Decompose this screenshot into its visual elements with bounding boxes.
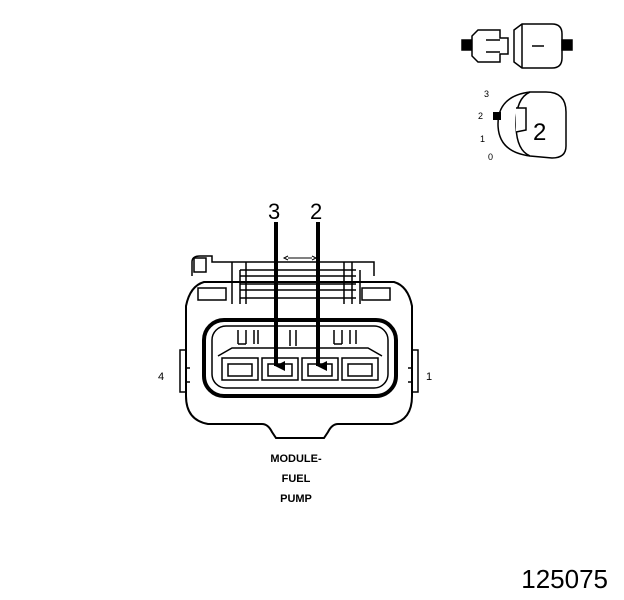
pin-number-1: 1 (426, 371, 432, 383)
connector-side-view-icon (461, 23, 573, 69)
legend-selected-position: 2 (533, 119, 546, 146)
legend-position-1: 1 (480, 134, 485, 144)
connector-face-view (179, 255, 419, 439)
connector-caption-line-3: PUMP (280, 493, 312, 505)
legend-position-3: 3 (484, 89, 489, 99)
callout-label-3: 3 (268, 199, 280, 224)
document-number: 125075 (521, 564, 608, 594)
legend-position-2: 2 (478, 111, 483, 121)
lock-position-dial-icon (493, 91, 567, 159)
legend-position-0: 0 (488, 152, 493, 162)
callout-label-2: 2 (310, 199, 322, 224)
pin-number-4: 4 (158, 371, 164, 383)
connector-caption-line-1: MODULE- (270, 453, 322, 465)
connector-caption-line-2: FUEL (281, 473, 311, 485)
